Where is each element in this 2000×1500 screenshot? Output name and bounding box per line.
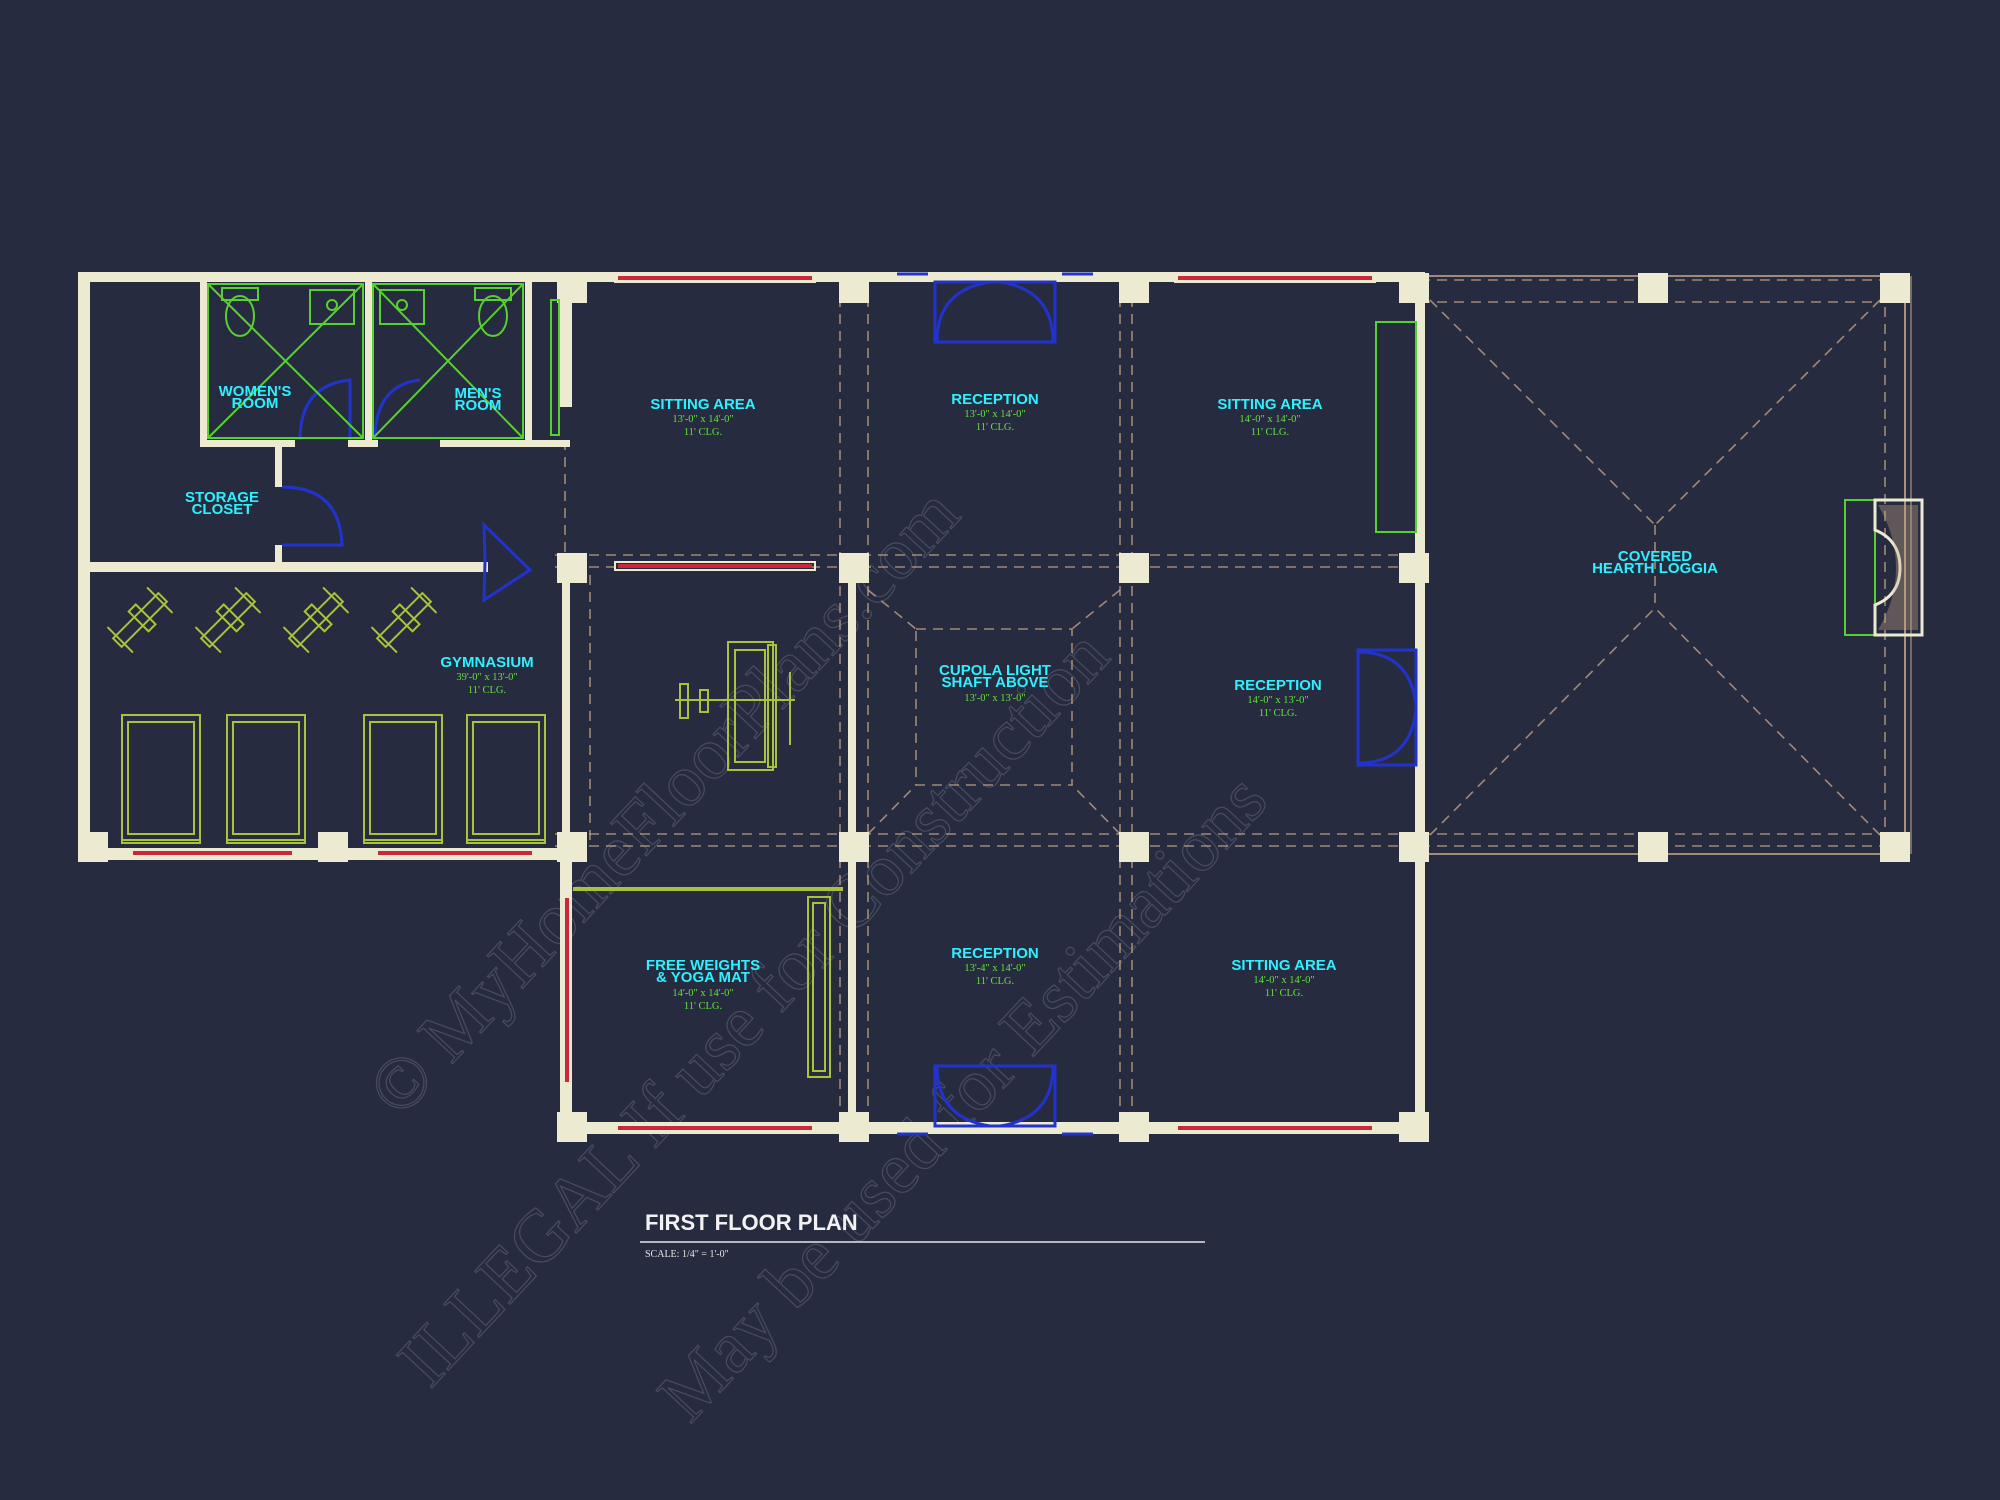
room-covered-hearth-loggia: COVERED HEARTH LOGGIA (1592, 548, 1718, 577)
plan-title: FIRST FLOOR PLAN (645, 1210, 858, 1235)
watermark: © MyHomeFloorPlans.com ILLEGAL If use fo… (352, 472, 1283, 1437)
room-ceiling: 11' CLG. (468, 685, 506, 696)
treadmill-icon (466, 714, 546, 844)
room-ceiling: 11' CLG. (976, 976, 1014, 987)
room-ceiling: 11' CLG. (1251, 427, 1289, 438)
exercise-bike-icon (370, 586, 438, 654)
room-storage-closet: STORAGE CLOSET (185, 489, 259, 518)
room-sitting-area-2: SITTING AREA 14'-0" x 14'-0" 11' CLG. (1217, 396, 1322, 438)
exercise-bike-icon (194, 586, 262, 654)
room-ceiling: 11' CLG. (1259, 708, 1297, 719)
exercise-bike-icon (106, 586, 174, 654)
room-name-line-2: CLOSET (192, 501, 253, 518)
room-ceiling: 11' CLG. (1265, 988, 1303, 999)
room-size: 39'-0" x 13'-0" (456, 672, 517, 683)
room-name: SITTING AREA (650, 396, 755, 413)
room-size: 14'-0" x 14'-0" (672, 988, 733, 999)
room-name-line-1: MEN'S (455, 385, 502, 402)
room-name-line-2: ROOM (455, 397, 502, 414)
treadmill-icon (121, 714, 201, 844)
room-name: SITTING AREA (1217, 396, 1322, 413)
room-name-line-2: HEARTH LOGGIA (1592, 560, 1718, 577)
room-name-line-1: FREE WEIGHTS (646, 957, 760, 974)
room-mens-room: MEN'S ROOM (455, 385, 502, 414)
room-ceiling: 11' CLG. (684, 427, 722, 438)
room-reception-3: RECEPTION 13'-4" x 14'-0" 11' CLG. (951, 945, 1039, 987)
room-size: 14'-0" x 14'-0" (1253, 975, 1314, 986)
room-name: RECEPTION (951, 945, 1039, 962)
room-size: 13'-4" x 14'-0" (964, 963, 1025, 974)
title-block: FIRST FLOOR PLAN SCALE: 1/4" = 1'-0" (640, 1210, 1205, 1260)
plan-scale: SCALE: 1/4" = 1'-0" (645, 1249, 729, 1260)
room-sitting-area-1: SITTING AREA 13'-0" x 14'-0" 11' CLG. (650, 396, 755, 438)
doors (281, 272, 1418, 1136)
room-reception-2: RECEPTION 14'-0" x 13'-0" 11' CLG. (1234, 677, 1322, 719)
ceiling-lines (555, 279, 1900, 1125)
windows (129, 273, 1376, 1133)
room-name-line-2: SHAFT ABOVE (942, 674, 1049, 691)
room-size: 13'-0" x 14'-0" (672, 414, 733, 425)
fireplace-icon (1844, 498, 1924, 637)
room-gymnasium: GYMNASIUM 39'-0" x 13'-0" 11' CLG. (440, 654, 533, 696)
room-ceiling: 11' CLG. (976, 422, 1014, 433)
toilet-icon (474, 287, 512, 337)
watermark-line-3: May be used for Estimations (642, 758, 1282, 1436)
sink-icon (379, 289, 425, 325)
room-name: GYMNASIUM (440, 654, 533, 671)
dumbbell-rack-icon (573, 887, 843, 1078)
room-free-weights: FREE WEIGHTS & YOGA MAT 14'-0" x 14'-0" … (646, 957, 760, 1012)
room-size: 14'-0" x 14'-0" (1239, 414, 1300, 425)
room-reception-1: RECEPTION 13'-0" x 14'-0" 11' CLG. (951, 391, 1039, 433)
room-name: RECEPTION (951, 391, 1039, 408)
toilet-icon (221, 287, 259, 337)
room-name: SITTING AREA (1231, 957, 1336, 974)
sink-icon (309, 289, 355, 325)
room-name-line-2: ROOM (232, 395, 279, 412)
room-name-line-2: & YOGA MAT (656, 969, 750, 986)
room-ceiling: 11' CLG. (684, 1001, 722, 1012)
room-labels: WOMEN'S ROOM MEN'S ROOM STORAGE CLOSET G… (185, 383, 1718, 1012)
room-name-line-1: CUPOLA LIGHT (939, 662, 1051, 679)
restroom-fixtures (207, 283, 560, 439)
room-cupola: CUPOLA LIGHT SHAFT ABOVE 13'-0" x 13'-0" (939, 662, 1051, 704)
treadmill-icon (363, 714, 443, 844)
room-name-line-1: COVERED (1618, 548, 1692, 565)
room-name: RECEPTION (1234, 677, 1322, 694)
columns (78, 273, 1910, 1142)
weight-bench-icon (675, 641, 795, 771)
room-size: 13'-0" x 14'-0" (964, 409, 1025, 420)
room-name-line-1: STORAGE (185, 489, 259, 506)
room-size: 13'-0" x 13'-0" (964, 693, 1025, 704)
exercise-bike-icon (282, 586, 350, 654)
treadmill-icon (226, 714, 306, 844)
fixtures (106, 283, 1924, 1078)
room-size: 14'-0" x 13'-0" (1247, 695, 1308, 706)
room-name-line-1: WOMEN'S (219, 383, 292, 400)
room-womens-room: WOMEN'S ROOM (219, 383, 292, 412)
room-sitting-area-3: SITTING AREA 14'-0" x 14'-0" 11' CLG. (1231, 957, 1336, 999)
